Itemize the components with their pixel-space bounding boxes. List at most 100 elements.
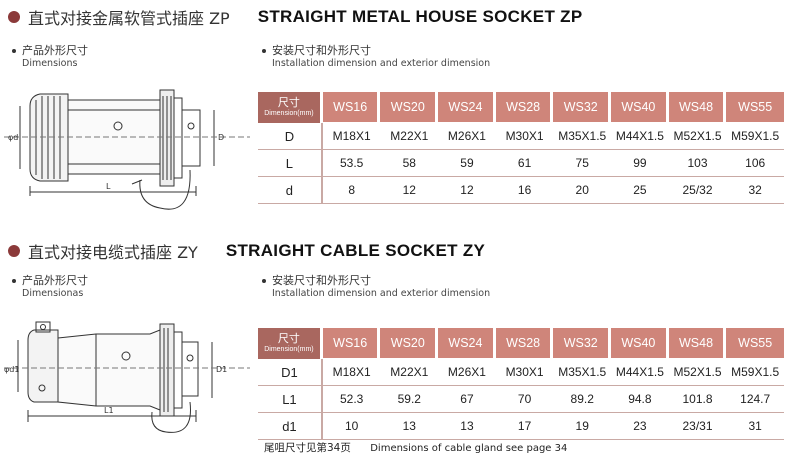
dim-label-L: L	[106, 182, 111, 191]
section-header: 直式对接电缆式插座 ZY STRAIGHT CABLE SOCKET ZY	[8, 240, 485, 262]
dot-icon	[262, 279, 266, 283]
model-header: WS16	[322, 92, 381, 123]
dimension-caption: 尺寸 Dimension(mm)	[258, 328, 323, 359]
table-row: d1 10 13 13 17 19 23 23/31 31	[258, 413, 784, 440]
table-cell: M59X1.5	[726, 359, 784, 386]
table-row: D M18X1 M22X1 M26X1 M30X1 M35X1.5 M44X1.…	[258, 123, 784, 150]
table-cell: 19	[553, 413, 612, 440]
table-cell: 31	[726, 413, 784, 440]
table-cell: M52X1.5	[668, 359, 727, 386]
section-title-cn: 直式对接金属软管式插座 ZP	[28, 9, 230, 28]
table-cell: 8	[322, 177, 381, 204]
table-cell: 59.2	[380, 386, 439, 413]
table-cell: 10	[322, 413, 381, 440]
dimension-caption: 尺寸 Dimension(mm)	[258, 92, 323, 123]
table-header-row: 尺寸 Dimension(mm) WS16 WS20 WS24 WS28 WS3…	[258, 92, 784, 123]
model-header: WS24	[438, 92, 496, 123]
table-row: L1 52.3 59.2 67 70 89.2 94.8 101.8 124.7	[258, 386, 784, 413]
right-subtitle-cn: 安装尺寸和外形尺寸	[272, 44, 371, 57]
table-cell: M22X1	[380, 123, 439, 150]
table-cell: 101.8	[668, 386, 727, 413]
zy-section: 直式对接电缆式插座 ZY STRAIGHT CABLE SOCKET ZY 产品…	[0, 232, 800, 459]
left-subtitle-en: Dimensions	[22, 58, 78, 69]
model-header: WS48	[668, 328, 727, 359]
footnote-cn: 尾咀尺寸见第34页	[264, 442, 351, 454]
dim-label-d1: φd1	[4, 365, 19, 374]
table-cell: 32	[726, 177, 784, 204]
model-header: WS20	[380, 328, 439, 359]
caption-cn: 尺寸	[277, 333, 300, 345]
right-subtitle-en: Installation dimension and exterior dime…	[272, 58, 491, 69]
model-header: WS32	[553, 92, 612, 123]
table-cell: M35X1.5	[553, 123, 612, 150]
dot-icon	[262, 49, 266, 53]
table-cell: 13	[438, 413, 496, 440]
left-subtitle-cn: 产品外形尺寸	[22, 44, 88, 57]
table-cell: 52.3	[322, 386, 381, 413]
model-header: WS24	[438, 328, 496, 359]
table-cell: 23/31	[668, 413, 727, 440]
dot-icon	[12, 49, 16, 53]
dim-label-D: D	[218, 133, 224, 142]
zp-section: 直式对接金属软管式插座 ZP STRAIGHT METAL HOUSE SOCK…	[4, 6, 784, 210]
right-subtitle: 安装尺寸和外形尺寸 Installation dimension and ext…	[262, 274, 490, 300]
row-label: L	[258, 150, 323, 177]
zp-connector-drawing: φd D L	[4, 89, 250, 210]
model-header: WS55	[726, 328, 784, 359]
table-cell: 124.7	[726, 386, 784, 413]
table-cell: 25/32	[668, 177, 727, 204]
dim-label-L1: L1	[104, 406, 114, 415]
model-header: WS28	[495, 92, 554, 123]
model-header: WS32	[553, 328, 612, 359]
footnote-en: Dimensions of cable gland see page 34	[370, 443, 568, 454]
zy-dimension-table: 尺寸 Dimension(mm) WS16 WS20 WS24 WS28 WS3…	[258, 328, 784, 440]
right-subtitle: 安装尺寸和外形尺寸 Installation dimension and ext…	[262, 44, 490, 70]
table-cell: 61	[495, 150, 554, 177]
row-label: D	[258, 123, 323, 150]
row-label: L1	[258, 386, 323, 413]
table-cell: M44X1.5	[611, 359, 669, 386]
table-cell: 99	[611, 150, 669, 177]
table-cell: 67	[438, 386, 496, 413]
right-subtitle-en: Installation dimension and exterior dime…	[272, 288, 491, 299]
row-label: D1	[258, 359, 323, 386]
table-cell: 53.5	[322, 150, 381, 177]
table-cell: 94.8	[611, 386, 669, 413]
table-cell: 12	[438, 177, 496, 204]
caption-en: Dimension(mm)	[264, 110, 314, 117]
table-cell: 13	[380, 413, 439, 440]
section-title-cn: 直式对接电缆式插座 ZY	[28, 243, 198, 262]
section-header: 直式对接金属软管式插座 ZP STRAIGHT METAL HOUSE SOCK…	[8, 6, 582, 28]
model-header: WS48	[668, 92, 727, 123]
dot-icon	[12, 279, 16, 283]
zy-connector-drawing: φd1 D1 L1	[4, 321, 250, 433]
table-cell: 59	[438, 150, 496, 177]
table-cell: M30X1	[495, 359, 554, 386]
model-header: WS40	[611, 328, 669, 359]
dim-label-D1: D1	[216, 365, 227, 374]
left-subtitle: 产品外形尺寸 Dimensions	[12, 44, 88, 70]
table-cell: 12	[380, 177, 439, 204]
caption-en: Dimension(mm)	[264, 346, 314, 353]
section-title-en: STRAIGHT METAL HOUSE SOCKET ZP	[257, 7, 583, 26]
table-cell: M26X1	[438, 359, 496, 386]
zp-dimension-table: 尺寸 Dimension(mm) WS16 WS20 WS24 WS28 WS3…	[258, 92, 784, 204]
table-header-row: 尺寸 Dimension(mm) WS16 WS20 WS24 WS28 WS3…	[258, 328, 784, 359]
bullet-icon	[8, 245, 20, 257]
table-cell: 106	[726, 150, 784, 177]
bullet-icon	[8, 11, 20, 23]
table-cell: M44X1.5	[611, 123, 669, 150]
model-header: WS20	[380, 92, 439, 123]
table-cell: M35X1.5	[553, 359, 612, 386]
table-cell: 70	[495, 386, 554, 413]
table-cell: M26X1	[438, 123, 496, 150]
row-label: d1	[258, 413, 323, 440]
table-cell: M59X1.5	[726, 123, 784, 150]
row-label: d	[258, 177, 323, 204]
caption-cn: 尺寸	[277, 97, 300, 109]
table-cell: M18X1	[322, 359, 381, 386]
table-row: D1 M18X1 M22X1 M26X1 M30X1 M35X1.5 M44X1…	[258, 359, 784, 386]
table-row: L 53.5 58 59 61 75 99 103 106	[258, 150, 784, 177]
left-subtitle-en: Dimensionas	[22, 288, 84, 299]
model-header: WS40	[611, 92, 669, 123]
